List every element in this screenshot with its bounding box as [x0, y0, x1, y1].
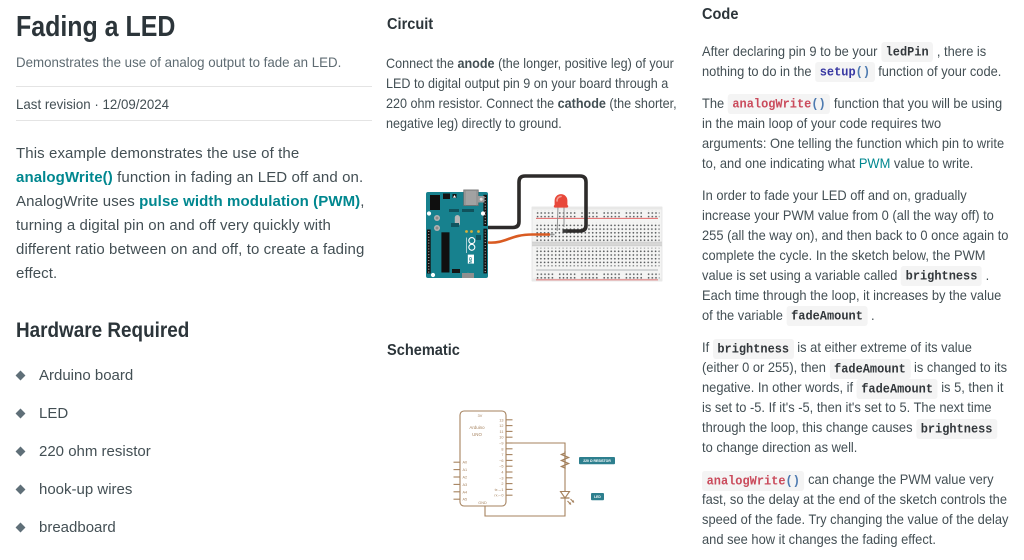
svg-text:LED: LED — [594, 495, 601, 499]
svg-text:220 Ω RESISTOR: 220 Ω RESISTOR — [583, 459, 611, 463]
svg-text:A3: A3 — [463, 483, 468, 487]
svg-text:10: 10 — [499, 436, 503, 440]
svg-text:~5: ~5 — [499, 465, 503, 469]
svg-text:2: 2 — [501, 482, 503, 486]
svg-text:4: 4 — [501, 471, 503, 475]
svg-text:~6: ~6 — [499, 459, 503, 463]
svg-text:12: 12 — [499, 424, 503, 428]
svg-text:8: 8 — [501, 447, 503, 451]
svg-text:A5: A5 — [463, 498, 468, 502]
svg-text:UNO: UNO — [472, 432, 482, 437]
svg-text:3V: 3V — [478, 414, 483, 418]
svg-text:GND: GND — [478, 501, 487, 505]
svg-text:A1: A1 — [463, 468, 468, 472]
svg-text:UNO: UNO — [468, 256, 473, 266]
svg-text:rx←0: rx←0 — [494, 494, 503, 498]
svg-text:11: 11 — [500, 430, 504, 434]
svg-text:A2: A2 — [463, 476, 468, 480]
svg-text:~3: ~3 — [499, 476, 503, 480]
svg-text:13: 13 — [499, 418, 503, 422]
svg-text:~9: ~9 — [499, 442, 503, 446]
svg-text:A0: A0 — [463, 461, 468, 465]
svg-text:7: 7 — [501, 453, 503, 457]
svg-text:tx→1: tx→1 — [495, 488, 504, 492]
svg-text:A4: A4 — [463, 490, 468, 494]
svg-text:Arduino: Arduino — [469, 425, 485, 430]
